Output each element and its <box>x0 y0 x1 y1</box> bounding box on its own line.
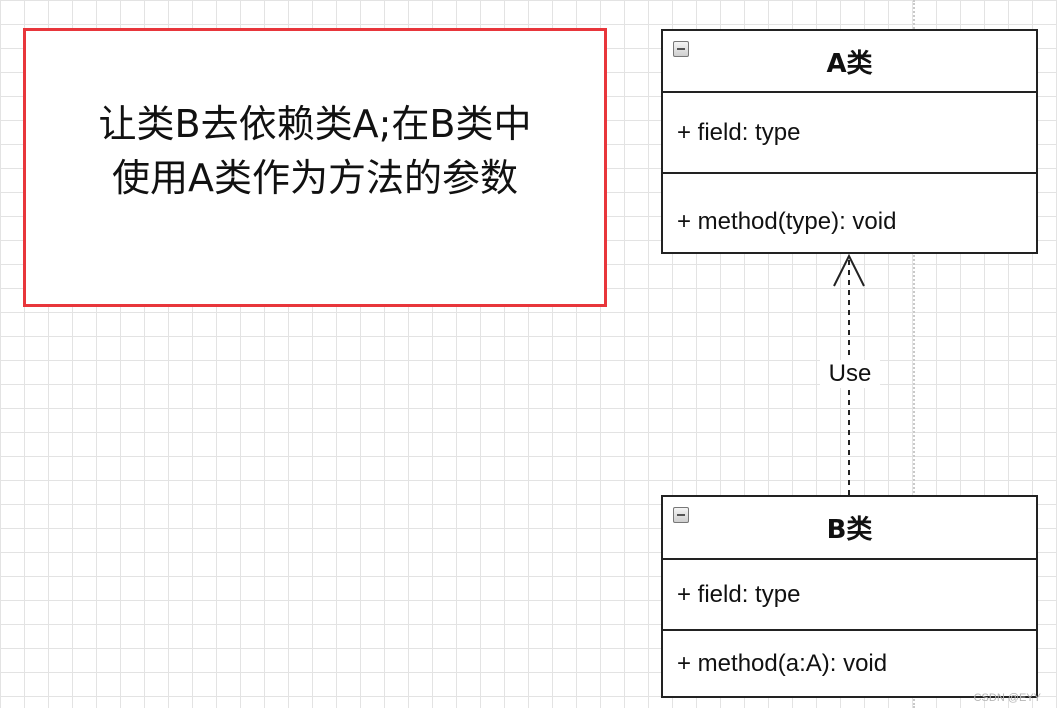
watermark: CSDN @EYY <box>973 692 1041 704</box>
canvas-guide-line <box>913 0 915 708</box>
class-a-fields: + field: type <box>663 93 1036 174</box>
class-a-methods: + method(type): void <box>663 174 1036 252</box>
class-b-method[interactable]: + method(a:A): void <box>677 649 888 677</box>
class-b-field[interactable]: + field: type <box>677 580 801 608</box>
class-a-name: A类 <box>826 48 873 79</box>
class-b-box[interactable]: B类 + field: type + method(a:A): void <box>661 495 1038 698</box>
class-a-method[interactable]: + method(type): void <box>677 208 897 235</box>
class-a-header: A类 <box>663 31 1036 93</box>
open-arrowhead <box>833 253 865 287</box>
class-b-fields: + field: type <box>663 560 1036 631</box>
class-a-field[interactable]: + field: type <box>677 118 801 146</box>
class-b-methods: + method(a:A): void <box>663 631 1036 696</box>
connector-label: Use <box>820 360 880 388</box>
note-line-2: 使用A类作为方法的参数 <box>112 155 518 200</box>
note-box[interactable]: 让类B去依赖类A;在B类中 使用A类作为方法的参数 <box>23 28 607 307</box>
collapse-minus-icon[interactable] <box>673 507 689 523</box>
collapse-minus-icon[interactable] <box>673 41 689 57</box>
class-b-header: B类 <box>663 497 1036 560</box>
class-b-name: B类 <box>826 515 873 545</box>
note-text: 让类B去依赖类A;在B类中 使用A类作为方法的参数 <box>65 97 565 205</box>
class-a-box[interactable]: A类 + field: type + method(type): void <box>661 29 1038 254</box>
note-line-1: 让类B去依赖类A;在B类中 <box>98 101 532 146</box>
